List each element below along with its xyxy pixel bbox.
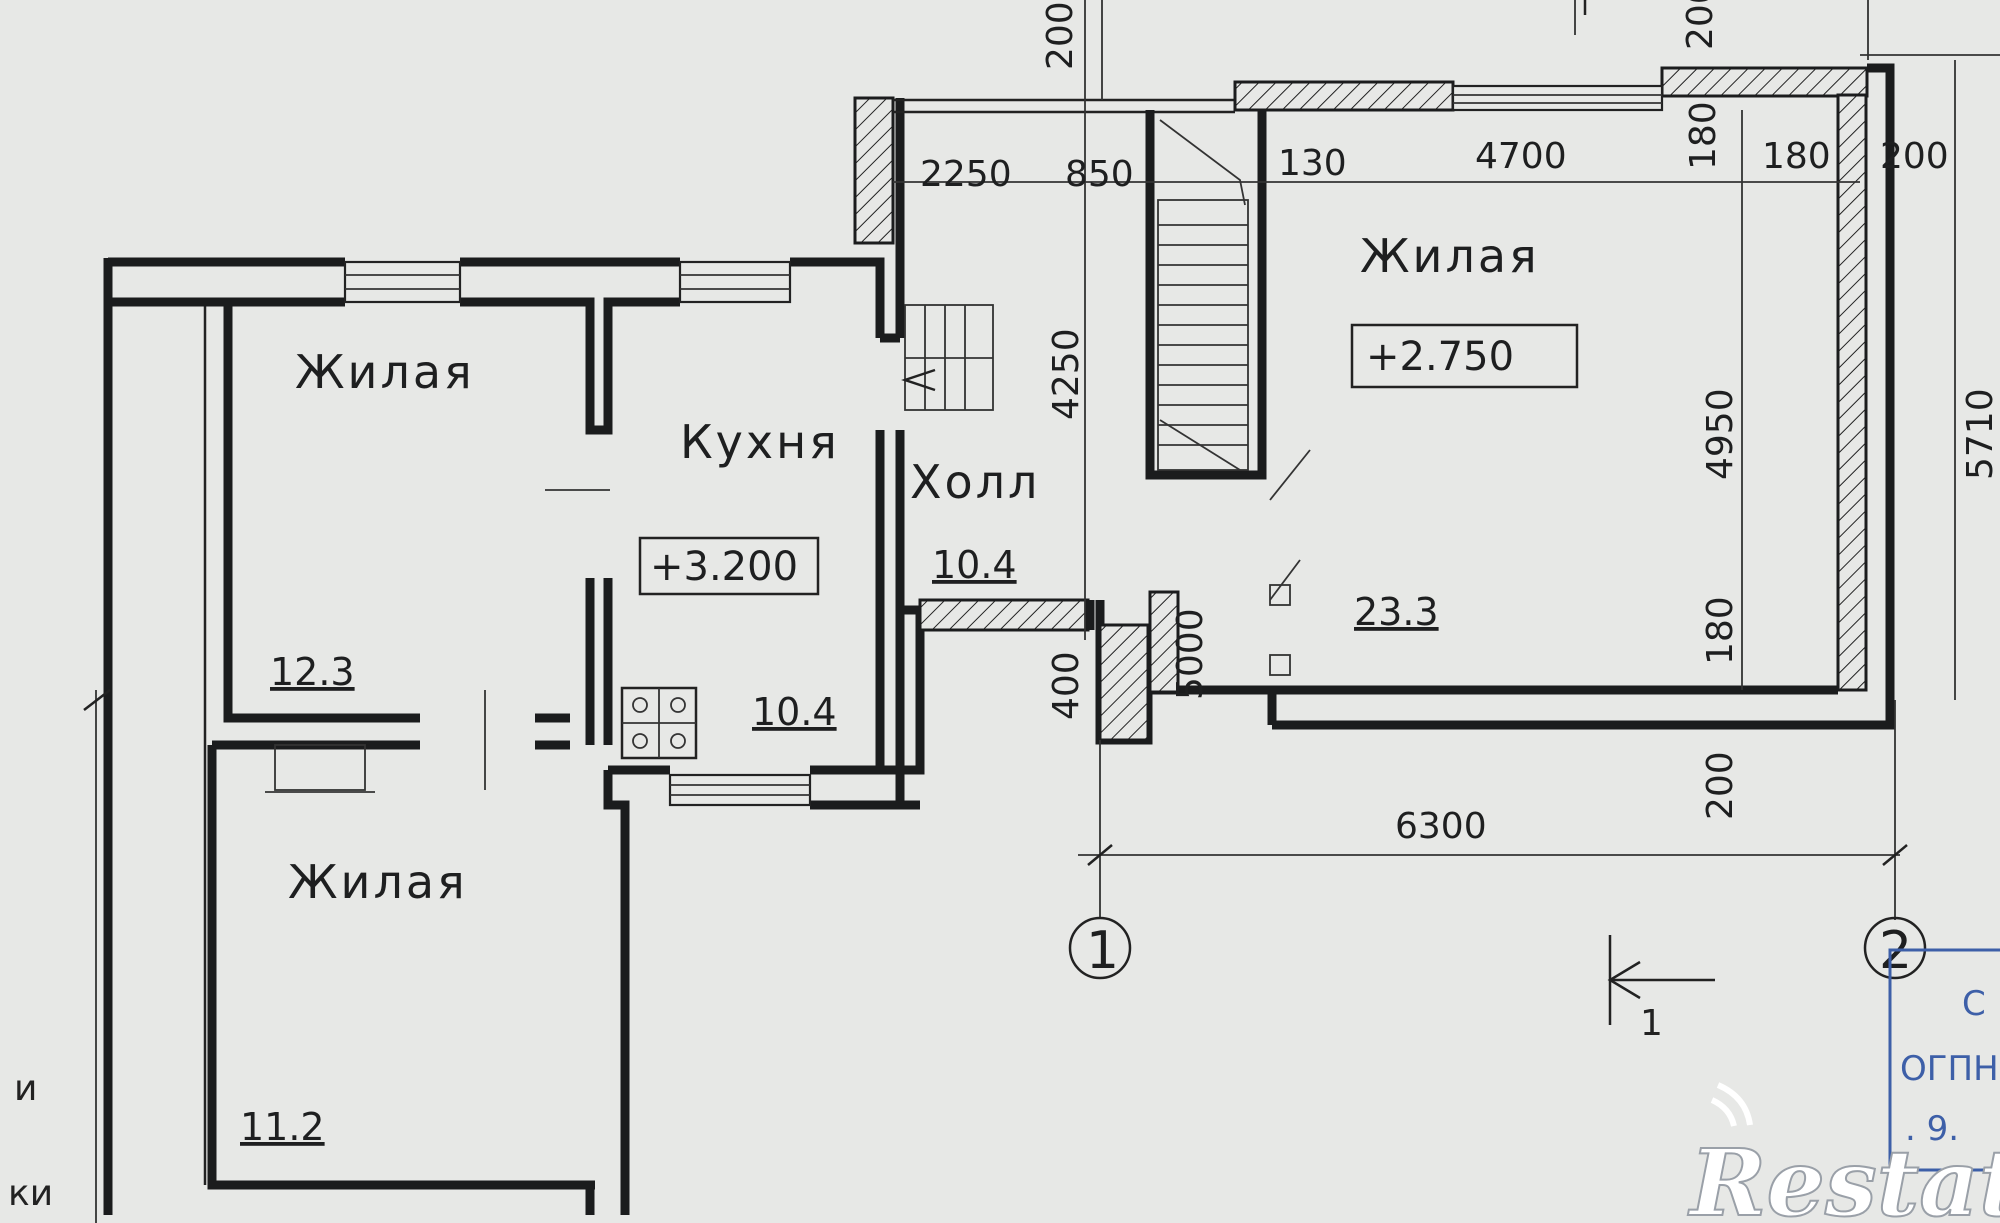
axis-marker-1: 1 [1068, 900, 1132, 981]
axis-1-label: 1 [1086, 921, 1119, 981]
watermark-text: Restate [1687, 1129, 2000, 1223]
dim-200-bottom: 200 [1700, 751, 1741, 820]
stamp-line-3: . 9. [1905, 1109, 1959, 1149]
room-area-living-left-top: 12.3 [270, 650, 355, 694]
dim-top-200-a: 200 [1040, 1, 1081, 70]
stairs-living-icon [1157, 119, 1249, 471]
room-area-kitchen: 10.4 [752, 690, 837, 734]
stove-icon [620, 686, 698, 760]
dim-200-right: 200 [1880, 136, 1949, 177]
dim-180-b: 180 [1762, 136, 1831, 177]
room-area-hall: 10.4 [932, 543, 1017, 587]
dim-180-c: 180 [1700, 596, 1741, 665]
room-area-living-right: 23.3 [1354, 590, 1439, 634]
edge-text-ki: ки [8, 1173, 53, 1214]
hall-walls [853, 96, 1235, 632]
stamp-line-1: С [1962, 984, 1986, 1024]
left-wing-walls [103, 257, 925, 1215]
room-area-living-left-bottom: 11.2 [240, 1105, 325, 1149]
level-mark-living-right: +2.750 [1366, 334, 1514, 380]
dim-5000: 5000 [1170, 608, 1211, 700]
room-label-kitchen: Кухня [680, 415, 840, 469]
dim-top-200-b: 200 [1680, 0, 1721, 50]
room-label-hall: Холл [910, 455, 1040, 509]
section-mark-label: 1 [1640, 1003, 1663, 1044]
dim-4950: 4950 [1700, 388, 1741, 480]
room-label-living-left-top: Жилая [295, 345, 475, 399]
approval-stamp: С ОГПН . 9. [1888, 948, 2000, 1172]
watermark-logo: Restate [1686, 1082, 2000, 1223]
edge-text-i: и [14, 1068, 37, 1109]
dim-2250: 2250 [920, 154, 1012, 195]
dim-850: 850 [1065, 154, 1134, 195]
dim-4250: 4250 [1046, 328, 1087, 420]
dim-130: 130 [1278, 143, 1347, 184]
right-wing-walls [1095, 63, 1895, 745]
dim-4700: 4700 [1475, 136, 1567, 177]
room-label-living-left-bottom: Жилая [288, 855, 468, 909]
dim-180-a: 180 [1683, 101, 1724, 170]
dim-5710: 5710 [1960, 388, 2000, 480]
room-label-living-right: Жилая [1360, 229, 1540, 283]
dim-400: 400 [1046, 651, 1087, 720]
stamp-line-2: ОГПН [1900, 1049, 1999, 1089]
dimension-lines [83, 0, 2000, 1223]
level-mark-kitchen: +3.200 [650, 544, 798, 590]
stairs-hall-icon [901, 304, 994, 411]
dim-6300: 6300 [1395, 806, 1487, 847]
section-mark: 1 [1583, 0, 1715, 1044]
